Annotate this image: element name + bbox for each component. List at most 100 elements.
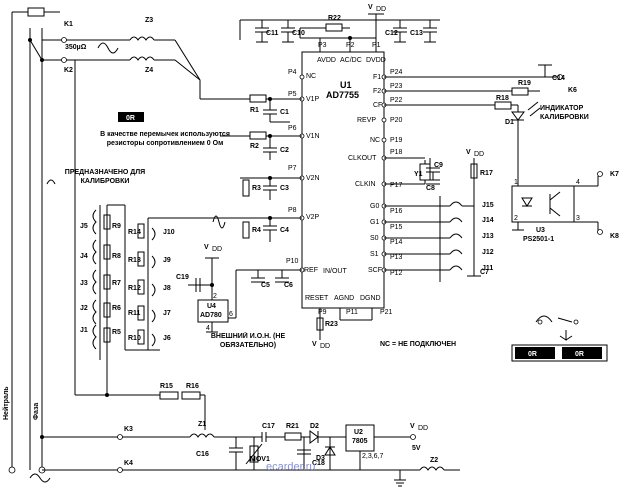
- r23-label: R23: [325, 321, 338, 328]
- d1-label: D1: [505, 119, 514, 126]
- r2-label: R2: [250, 143, 259, 150]
- svg-text:P3: P3: [318, 42, 327, 49]
- top-decoupling: [239, 19, 440, 43]
- z3-label: Z3: [145, 17, 153, 24]
- ac-wave-icon: [97, 42, 119, 54]
- svg-text:P4: P4: [288, 69, 297, 76]
- svg-text:F1: F1: [373, 74, 381, 81]
- c11-label: C11: [266, 30, 279, 37]
- svg-text:P22: P22: [390, 97, 403, 104]
- r3-label: R3: [252, 185, 261, 192]
- j7-label: J7: [163, 310, 171, 317]
- svg-text:P8: P8: [288, 207, 297, 214]
- svg-text:P18: P18: [390, 149, 403, 156]
- svg-text:REVP: REVP: [357, 117, 376, 124]
- c18-label: C18: [312, 460, 325, 467]
- external-ref-note: ВНЕШНИЙ И.О.Н. (НЕ ОБЯЗАТЕЛЬНО): [211, 333, 285, 349]
- y1-label: Y1: [414, 171, 423, 178]
- r22-label: R22: [328, 15, 341, 22]
- svg-text:AC/DC: AC/DC: [340, 57, 362, 64]
- svg-text:P15: P15: [390, 224, 403, 231]
- z4-label: Z4: [145, 67, 153, 74]
- j10-label: J10: [163, 229, 175, 236]
- c19-label: C19: [176, 274, 189, 281]
- svg-text:NC: NC: [370, 137, 380, 144]
- left-ladder: [92, 204, 125, 395]
- svg-text:DVDD: DVDD: [366, 57, 386, 64]
- r15-label: R15: [160, 383, 173, 390]
- u4-part: AD780: [200, 312, 222, 319]
- opto-pin4: 4: [576, 179, 580, 186]
- u4-reference: [188, 257, 302, 333]
- opto-pin2: 2: [514, 215, 518, 222]
- svg-text:P6: P6: [288, 125, 297, 132]
- r11-label: R11: [128, 310, 141, 317]
- z2-label: Z2: [430, 457, 438, 464]
- u4-pin4: 4: [206, 325, 210, 332]
- jumper-chip-pair: [511, 315, 608, 362]
- nc-note: NC = НЕ ПОДКЛЮЧЕН: [380, 341, 456, 348]
- vdd-top-sub: DD: [376, 6, 386, 13]
- mains-lines: [8, 7, 130, 483]
- u1-right-pins: F1 P24 F2 P23 CF P22 REVP P20 NC P19 CLK…: [348, 69, 403, 277]
- u1-left-pins: P4 NC P5 V1P P6 V1N P7 V2N P8 V2P P10 RE…: [286, 69, 347, 275]
- u4-pin2: 2: [213, 293, 217, 300]
- u1-part: AD7755: [326, 90, 359, 100]
- svg-text:S0: S0: [370, 235, 379, 242]
- svg-text:P5: P5: [288, 91, 297, 98]
- r13-label: R13: [128, 257, 141, 264]
- r10-label: R10: [128, 335, 141, 342]
- svg-text:NC: NC: [306, 73, 316, 80]
- c16-label: C16: [196, 451, 209, 458]
- svg-text:P17: P17: [390, 182, 403, 189]
- svg-text:AGND: AGND: [334, 295, 354, 302]
- vdd-5v-sub: DD: [418, 425, 428, 432]
- j4-label: J4: [80, 253, 88, 260]
- k4-label: K4: [124, 460, 133, 467]
- vdd-r17-sub: DD: [474, 151, 484, 158]
- r1-label: R1: [250, 107, 259, 114]
- u1-bottom-pins: RESET AGND DGND P9 P11 P21: [305, 295, 393, 340]
- right-jumpers: [384, 196, 475, 282]
- c8-label: C8: [426, 185, 435, 192]
- k3-label: K3: [124, 426, 133, 433]
- u4-ref: U4: [207, 303, 216, 310]
- c7-label: C7: [480, 269, 489, 276]
- vdd-u4-sub: DD: [212, 246, 222, 253]
- u2-pins: 2,3,6,7: [362, 453, 384, 460]
- mid-ladder: [124, 205, 240, 351]
- j6-label: J6: [163, 335, 171, 342]
- opto-ref: U3: [536, 227, 545, 234]
- k6-label: K6: [568, 87, 577, 94]
- c14-label: C14: [552, 75, 565, 82]
- svg-text:IN/OUT: IN/OUT: [323, 268, 347, 275]
- j1-label: J1: [80, 327, 88, 334]
- c13-label: C13: [410, 30, 423, 37]
- r8-label: R8: [112, 253, 121, 260]
- svg-text:RESET: RESET: [305, 295, 329, 302]
- svg-text:P11: P11: [346, 309, 358, 316]
- svg-text:G1: G1: [370, 219, 379, 226]
- c4-label: C4: [280, 227, 289, 234]
- watermark: ecarder.ru: [266, 461, 316, 473]
- vdd-r17-label: V: [466, 149, 471, 156]
- k7-label: K7: [610, 171, 619, 178]
- shunt-label: 350µΩ: [65, 44, 87, 51]
- j11-label: J11: [482, 265, 493, 272]
- svg-text:REF: REF: [304, 267, 318, 274]
- c10-label: C10: [292, 30, 305, 37]
- d2-label: D2: [310, 423, 319, 430]
- u1-ref: U1: [340, 80, 352, 90]
- svg-text:CF: CF: [373, 102, 382, 109]
- k8-label: K8: [610, 233, 619, 240]
- r14-label: R14: [128, 229, 141, 236]
- c6-label: C6: [284, 282, 293, 289]
- j14-label: J14: [482, 217, 494, 224]
- j8-label: J8: [163, 285, 171, 292]
- svg-text:P21: P21: [380, 309, 393, 316]
- c2-label: C2: [280, 147, 289, 154]
- c5-label: C5: [261, 282, 270, 289]
- svg-text:F2: F2: [373, 88, 381, 95]
- svg-text:V1P: V1P: [306, 96, 320, 103]
